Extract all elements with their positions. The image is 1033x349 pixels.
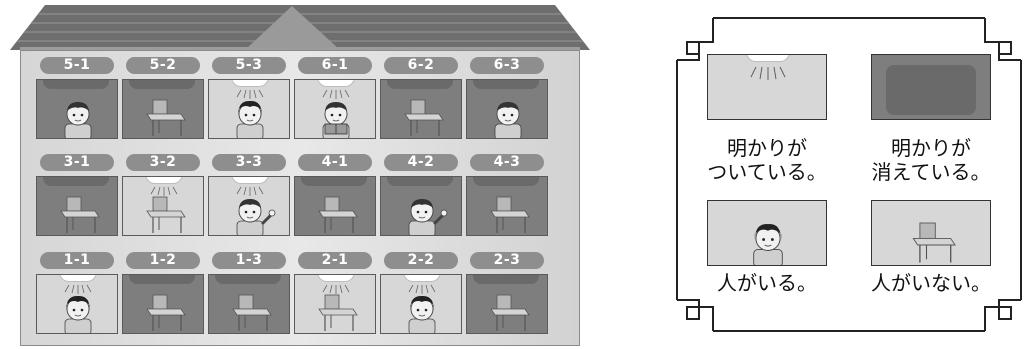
legend-label: 人がいない。 bbox=[851, 271, 1011, 295]
classroom-label: 3-1 bbox=[40, 154, 114, 171]
classroom-label: 1-2 bbox=[126, 252, 200, 269]
desk-icon bbox=[147, 197, 185, 233]
classroom-window bbox=[36, 176, 118, 236]
school-building: 5-1 5-2 5-3 6-1 6-2 6-3 3-1 3-2 3-3 4-1 4-2 4-3 1-1 1… bbox=[0, 0, 600, 349]
classroom: 6-1 bbox=[292, 57, 378, 139]
classroom: 4-1 bbox=[292, 154, 378, 236]
person-icon bbox=[65, 296, 91, 334]
classroom-window bbox=[294, 79, 376, 139]
classroom-window bbox=[122, 79, 204, 139]
classroom: 1-2 bbox=[120, 252, 206, 334]
legend-label: 人がいる。 bbox=[687, 271, 847, 295]
legend-label-line2: ついている。 bbox=[687, 160, 847, 184]
classroom-label: 2-1 bbox=[298, 252, 372, 269]
classroom: 1-1 bbox=[34, 252, 120, 334]
classroom-label: 5-2 bbox=[126, 57, 200, 74]
classroom-label: 4-2 bbox=[384, 154, 458, 171]
legend-label-line1: 人がいる。 bbox=[687, 271, 847, 295]
legend-label-line2: 消えている。 bbox=[851, 160, 1011, 184]
desk-icon bbox=[147, 295, 185, 331]
classroom-label: 2-2 bbox=[384, 252, 458, 269]
classroom-window bbox=[380, 176, 462, 236]
legend-label-line1: 明かりが bbox=[687, 136, 847, 160]
legend-label: 明かりがついている。 bbox=[687, 136, 847, 184]
legend-swatch bbox=[707, 54, 827, 120]
classroom-window bbox=[294, 176, 376, 236]
desk-icon bbox=[319, 197, 357, 233]
classroom-window bbox=[380, 274, 462, 334]
light-rays bbox=[65, 285, 91, 294]
person-icon bbox=[754, 224, 783, 266]
light-rays bbox=[323, 90, 349, 99]
person-icon bbox=[237, 101, 263, 139]
desk-icon bbox=[319, 295, 357, 331]
classroom-label: 1-1 bbox=[40, 252, 114, 269]
classroom-label: 1-3 bbox=[212, 252, 286, 269]
classroom-window bbox=[208, 274, 290, 334]
classroom-label: 3-2 bbox=[126, 154, 200, 171]
classroom: 4-3 bbox=[464, 154, 550, 236]
classroom-label: 4-3 bbox=[470, 154, 544, 171]
legend-label-line1: 明かりが bbox=[851, 136, 1011, 160]
light-rays bbox=[151, 187, 177, 196]
classroom-window bbox=[208, 79, 290, 139]
classroom-label: 6-2 bbox=[384, 57, 458, 74]
classroom-label: 4-1 bbox=[298, 154, 372, 171]
desk-icon bbox=[913, 223, 955, 263]
classroom: 2-3 bbox=[464, 252, 550, 334]
classroom-label: 5-3 bbox=[212, 57, 286, 74]
classroom: 3-1 bbox=[34, 154, 120, 236]
person-icon bbox=[409, 199, 447, 236]
legend-panel: 明かりがついている。明かりが消えている。人がいる。人がいない。 bbox=[665, 0, 1033, 349]
classroom-window bbox=[294, 274, 376, 334]
classroom-label: 3-3 bbox=[212, 154, 286, 171]
light-rays bbox=[237, 187, 263, 196]
classroom-label: 6-1 bbox=[298, 57, 372, 74]
desk-icon bbox=[491, 295, 529, 331]
classroom: 3-3 bbox=[206, 154, 292, 236]
classroom-window bbox=[36, 274, 118, 334]
desk-icon bbox=[405, 100, 443, 136]
desk-icon bbox=[61, 197, 99, 233]
person-icon bbox=[323, 102, 349, 139]
classroom-window bbox=[466, 176, 548, 236]
classroom: 5-2 bbox=[120, 57, 206, 139]
person-icon bbox=[495, 102, 521, 139]
desk-icon bbox=[233, 295, 271, 331]
desk-icon bbox=[147, 100, 185, 136]
classroom: 5-3 bbox=[206, 57, 292, 139]
desk-icon bbox=[491, 197, 529, 233]
classroom-window bbox=[122, 176, 204, 236]
classroom-window bbox=[36, 79, 118, 139]
person-icon bbox=[237, 199, 275, 236]
light-rays bbox=[323, 285, 349, 294]
classroom-label: 5-1 bbox=[40, 57, 114, 74]
person-icon bbox=[409, 296, 435, 334]
classroom-window bbox=[380, 79, 462, 139]
classroom-window bbox=[208, 176, 290, 236]
legend-swatch bbox=[871, 200, 991, 266]
person-icon bbox=[65, 102, 91, 139]
classroom-window bbox=[122, 274, 204, 334]
legend-label: 明かりが消えている。 bbox=[851, 136, 1011, 184]
classroom: 6-2 bbox=[378, 57, 464, 139]
classroom: 3-2 bbox=[120, 154, 206, 236]
classroom-label: 2-3 bbox=[470, 252, 544, 269]
legend-swatch bbox=[871, 54, 991, 120]
classroom: 6-3 bbox=[464, 57, 550, 139]
classroom: 2-1 bbox=[292, 252, 378, 334]
classroom-window bbox=[466, 274, 548, 334]
light-rays bbox=[237, 90, 263, 99]
legend-swatch bbox=[707, 200, 827, 266]
classroom: 5-1 bbox=[34, 57, 120, 139]
classroom: 4-2 bbox=[378, 154, 464, 236]
classroom: 2-2 bbox=[378, 252, 464, 334]
light-rays bbox=[409, 285, 435, 294]
classroom-label: 6-3 bbox=[470, 57, 544, 74]
legend-label-line1: 人がいない。 bbox=[851, 271, 1011, 295]
classroom-window bbox=[466, 79, 548, 139]
classroom: 1-3 bbox=[206, 252, 292, 334]
